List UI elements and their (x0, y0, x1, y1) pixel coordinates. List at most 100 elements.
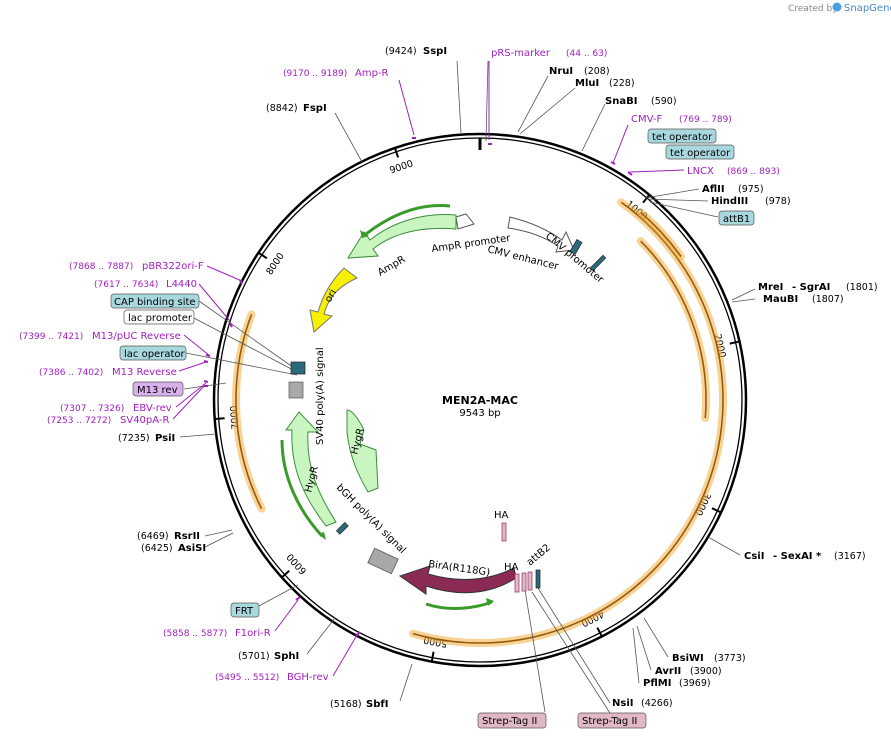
primer-name: CMV-F (631, 114, 662, 125)
primer-name: pBR322ori-F (142, 261, 204, 272)
bira-arrow (398, 565, 517, 595)
boxed-label-lac-operator: lac operator (124, 349, 185, 360)
orf-arc-short (640, 212, 682, 257)
primer-name: SV40pA-R (120, 415, 169, 426)
brand-logo: Created by SnapGene (788, 2, 891, 14)
enzyme-name: SnaBI (605, 96, 637, 107)
enzyme-pos: (978) (765, 196, 791, 207)
ha-marker-4 (527, 571, 533, 591)
enzyme-pos: (228) (609, 78, 635, 89)
enzyme-name: NsiI (612, 698, 633, 709)
feature-label-bira: BirA(R118G) (428, 559, 491, 579)
enzyme-name: MluI (575, 78, 599, 89)
primer-range: (7399 .. 7421) (19, 332, 83, 342)
brand-created-by: Created by (788, 4, 838, 14)
primer-range: (7253 .. 7272) (47, 416, 111, 426)
scale-tick-label: 9000 (388, 158, 414, 176)
enzyme-pos: (9424) (385, 46, 417, 57)
enzyme-name: RsrII (174, 531, 200, 542)
boxed-label-strep-tag-2: Strep-Tag II (582, 716, 637, 727)
primer-name: M13 Reverse (112, 367, 177, 378)
orf-arcs (232, 198, 727, 647)
enzyme-suffix: - SgrAI (792, 282, 830, 293)
feature-label-cmv-enhancer: CMV enhancer (486, 244, 560, 272)
primer-name: M13/pUC Reverse (92, 331, 181, 342)
enzyme-name: AsiSI (178, 543, 206, 554)
attb2-marker (535, 569, 541, 589)
orf-arc-large-highlight (409, 198, 727, 647)
scale-tick (430, 651, 435, 662)
enzyme-pos: (5168) (330, 699, 362, 710)
enzyme-pos: (4266) (641, 698, 673, 709)
feature-label-attb2: attB2 (525, 542, 553, 568)
boxed-label-cap-binding-site: CAP binding site (114, 297, 196, 308)
boxed-label-strep-tag-1: Strep-Tag II (482, 716, 537, 727)
enzyme-pos: (3167) (834, 551, 866, 562)
enzyme-name: AflII (702, 184, 725, 195)
feature-label-bgh-polya: bGH poly(A) signal (334, 482, 408, 556)
hygr-arrow-outer (285, 411, 337, 527)
ha-marker-2 (514, 573, 520, 593)
cmv-enhancer-arrow (507, 216, 575, 253)
bira-green-indicator (425, 600, 493, 610)
enzyme-pos: (1801) (846, 282, 878, 293)
feature-label-cmv-promoter: CMV promoter (543, 231, 606, 286)
primer-range: (9170 .. 9189) (283, 69, 347, 79)
enzyme-pos: (6425) (141, 543, 173, 554)
scale-tick (596, 627, 603, 637)
enzyme-name: BsiWI (672, 653, 704, 664)
primer-range: (869 .. 893) (727, 167, 780, 177)
enzyme-name: SbfI (366, 699, 388, 710)
enzyme-pos: (6469) (137, 531, 169, 542)
attb1-marker (589, 254, 607, 272)
plasmid-name: MEN2A-MAC (442, 394, 518, 407)
enzyme-name: SspI (423, 46, 447, 57)
ha-marker-1 (501, 522, 507, 542)
enzyme-name: NruI (549, 66, 573, 77)
cmv-promoter-marker (569, 239, 583, 255)
enzyme-pos: (3773) (714, 653, 746, 664)
primer-range: (5495 .. 5512) (215, 673, 279, 683)
boxed-label-lac-promoter: lac promoter (128, 313, 193, 324)
ampr-green-indicator (365, 204, 451, 236)
feature-label-ampr: AmpR (376, 254, 407, 278)
leader-lines (179, 60, 756, 714)
enzyme-pos: (208) (584, 66, 610, 77)
primer-ticks (203, 137, 633, 637)
primer-range: (7617 .. 7634) (94, 280, 158, 290)
feature-label-sv40-polya: SV40 poly(A) signal (315, 347, 326, 445)
primer-range: (7386 .. 7402) (39, 368, 103, 378)
primer-range: (7307 .. 7326) (60, 404, 124, 414)
scale-tick (257, 251, 268, 260)
enzyme-pos: (590) (651, 96, 677, 107)
enzyme-pos: (3969) (679, 678, 711, 689)
enzyme-name: AvrII (655, 666, 681, 677)
brand-app-name: SnapGene (844, 3, 891, 14)
boxed-label-m13-rev: M13 rev (137, 385, 178, 396)
snapgene-logo-icon (832, 2, 842, 12)
scale-tick (214, 417, 225, 421)
backbone-outer-ring (212, 132, 748, 668)
primer-name: F1ori-R (235, 628, 271, 639)
primer-name: EBV-rev (133, 403, 172, 414)
enzyme-name: MauBI (763, 294, 798, 305)
boxed-label-tet-operator-2: tet operator (670, 148, 731, 159)
hygr-green-indicator (280, 439, 324, 538)
enzyme-name: PsiI (155, 433, 175, 444)
boxed-label-tet-operator-1: tet operator (652, 132, 713, 143)
primer-range: (769 .. 789) (679, 115, 732, 125)
ori-arrow (309, 267, 358, 333)
orf-arc-left (235, 314, 263, 510)
primer-name: L4440 (166, 279, 197, 290)
sv40-grey-box (288, 381, 304, 399)
primer-name: pRS-marker (491, 48, 551, 59)
primer-name: Amp-R (355, 68, 389, 79)
bgh-grey-box (367, 547, 399, 575)
enzyme-name: MreI (758, 282, 783, 293)
scale-tick (393, 147, 400, 158)
enzyme-name: CsiI (744, 551, 764, 562)
enzyme-name: SphI (274, 651, 299, 662)
enzyme-pos: (5701) (238, 651, 270, 662)
enzyme-name: PflMI (643, 678, 671, 689)
